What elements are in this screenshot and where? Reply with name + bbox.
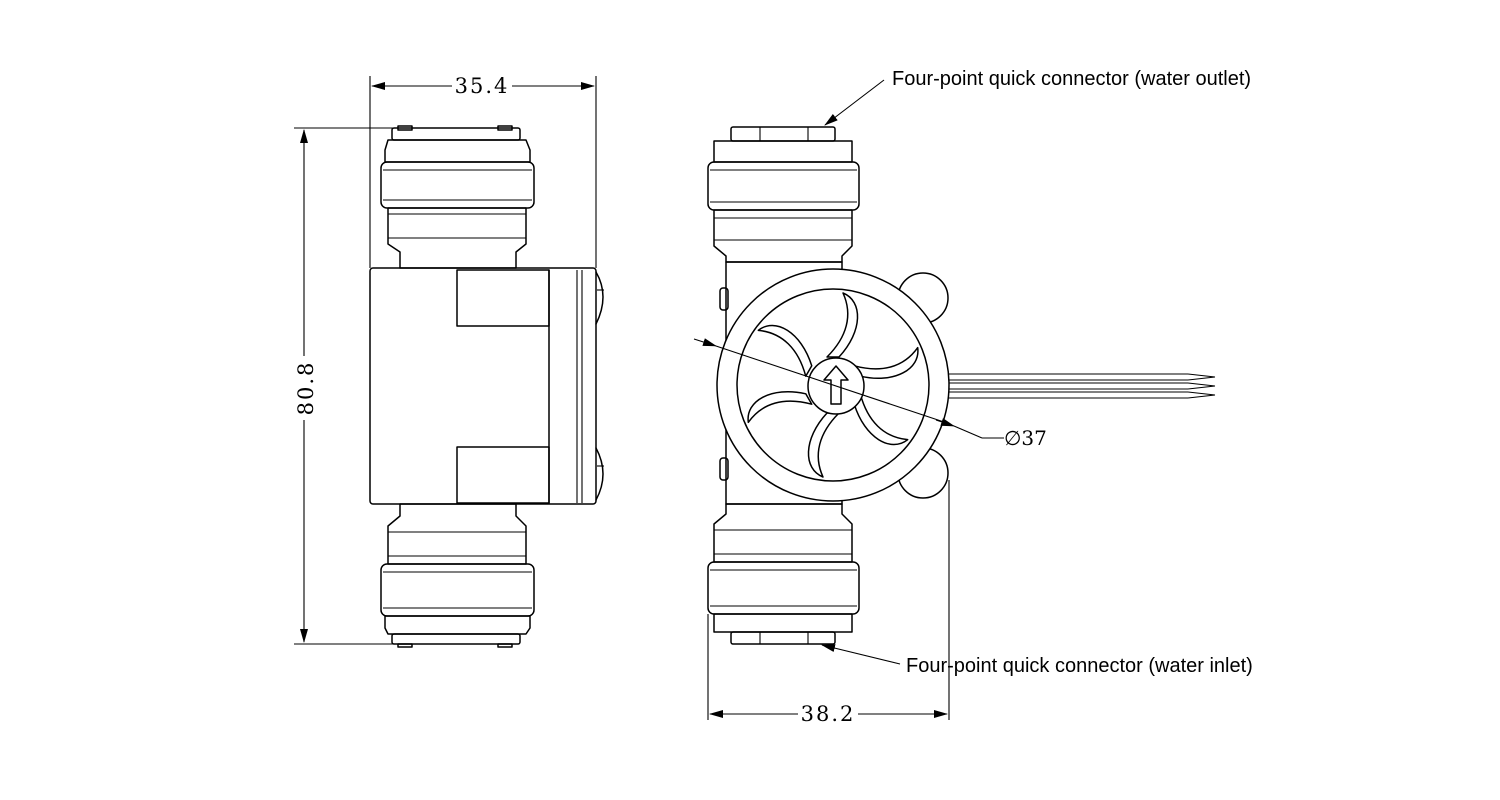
front-view: ∅37 38.2	[693, 126, 1216, 726]
dimension-width-side: 35.4	[369, 74, 597, 268]
flow-direction-arrow-icon	[823, 365, 849, 405]
dimension-width-side-label: 35.4	[455, 74, 510, 98]
dimension-diameter-label: ∅37	[1004, 426, 1047, 450]
impeller	[740, 292, 926, 478]
callout-outlet-label: Four-point quick connector (water outlet…	[892, 68, 1251, 90]
sensor-wires	[940, 373, 1216, 399]
callout-outlet: Four-point quick connector (water outlet…	[824, 68, 1251, 126]
dimension-height-side-label: 80.8	[294, 361, 318, 416]
dimension-height-side: 80.8	[294, 127, 394, 645]
callout-inlet-label: Four-point quick connector (water inlet)	[906, 655, 1253, 677]
front-bottom-connector	[707, 503, 860, 645]
side-body	[369, 267, 604, 505]
side-top-connector	[380, 125, 535, 269]
dimension-width-front-label: 38.2	[801, 702, 856, 726]
side-view: 35.4 80.8	[294, 74, 604, 648]
dimension-width-front: 38.2	[707, 480, 950, 726]
dimension-diameter: ∅37	[693, 338, 1047, 450]
callout-inlet: Four-point quick connector (water inlet)	[821, 644, 1253, 677]
front-top-connector	[707, 126, 860, 263]
side-bottom-connector	[380, 503, 535, 648]
